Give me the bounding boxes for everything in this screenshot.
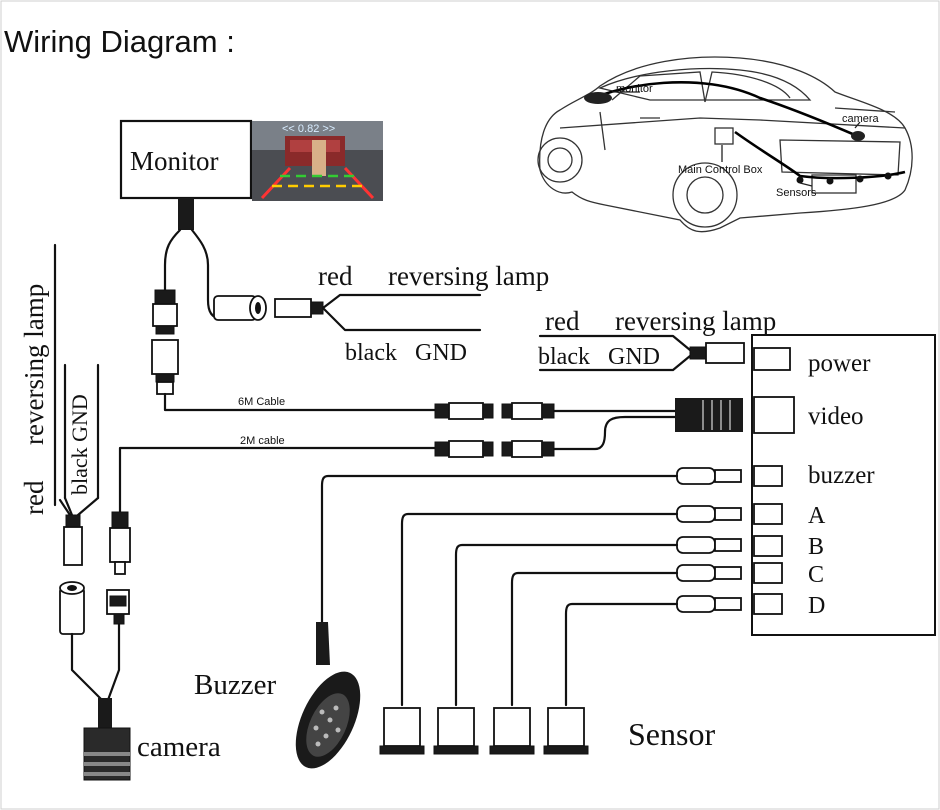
port-label-power: power [808,350,871,377]
sensor-leads [320,467,742,707]
port-socket-video [753,396,795,434]
port-label-d: D [808,593,825,619]
box-lamp-gnd-label: GND [608,344,660,370]
sensor-3 [493,707,531,747]
car-illustration: monitor camera Main Control Box Sensors [537,56,913,233]
parking-sensors: Sensor [379,707,715,755]
camera-lamp-black-gnd-label: black GND [67,394,92,495]
monitor-lamp-black-label: black [345,340,397,366]
port-socket-a [753,503,783,525]
port-socket-c [753,562,783,584]
port-label-a: A [808,503,826,529]
box-lamp-black-label: black [538,344,590,370]
cable-2m-label: 2M cable [240,435,285,447]
page-title: Wiring Diagram : [4,24,235,59]
monitor-screen-readout: << 0.82 >> [282,123,335,135]
sensor-2 [437,707,475,747]
port-socket-d [753,593,783,615]
port-socket-power [753,347,791,371]
monitor-screen-image: << 0.82 >> [252,121,383,201]
cable-6m-label: 6M Cable [238,396,285,408]
monitor-lamp-reversing-label: reversing lamp [388,261,549,291]
cable-6m: 6M Cable [163,392,677,420]
camera-label: camera [137,731,221,763]
buzzer: Buzzer [194,622,361,769]
monitor-cable: red reversing lamp black GND [151,198,549,395]
port-label-b: B [808,534,824,560]
sensor-label: Sensor [628,716,715,752]
camera-lamp-red-label: red [19,480,49,515]
monitor-label: Monitor [130,146,219,176]
main-control-box: power video buzzer A B C D [751,334,936,636]
port-label-c: C [808,562,824,588]
box-lamp-reversing-label: reversing lamp [615,306,776,336]
camera-unit: red reversing lamp black GND camera [19,243,221,781]
car-callout-monitor: monitor [616,83,653,95]
monitor-unit: Monitor << 0.82 >> [119,119,383,201]
sensor-1 [383,707,421,747]
car-callout-camera: camera [842,113,880,125]
monitor-lamp-red-label: red [318,261,353,291]
box-lamp-red-label: red [545,306,580,336]
car-callout-sensors: Sensors [776,187,817,199]
power-lead: red reversing lamp black GND [538,306,776,372]
camera-lamp-reversing-label: reversing lamp [19,284,49,445]
cable-2m: 2M cable [118,415,677,514]
port-socket-buzzer [753,465,783,487]
port-label-video: video [808,403,864,430]
port-socket-b [753,535,783,557]
video-connector [675,398,743,432]
port-label-buzzer: buzzer [808,462,875,489]
buzzer-label: Buzzer [194,669,276,701]
sensor-4 [547,707,585,747]
car-callout-main-control-box: Main Control Box [678,164,763,176]
monitor-lamp-gnd-label: GND [415,340,467,366]
